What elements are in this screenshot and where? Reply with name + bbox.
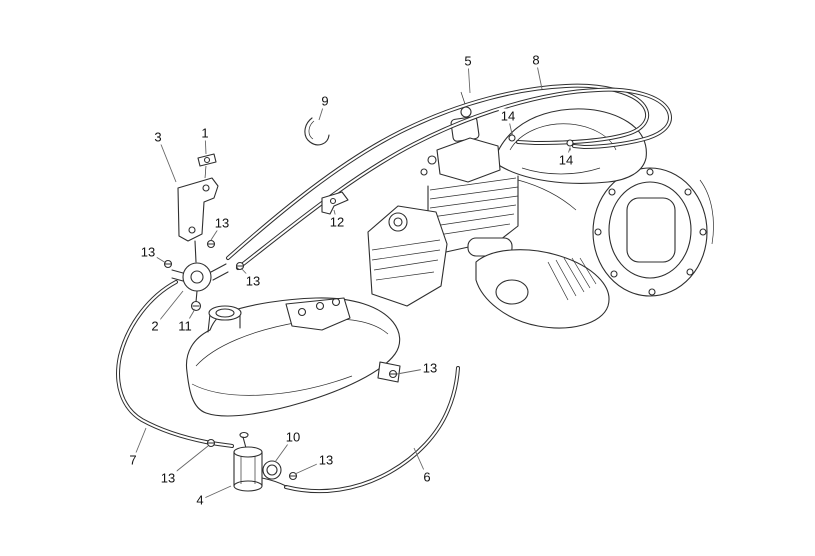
leader-line-5 [467,60,471,94]
leader-line-11 [184,308,196,327]
leader-line-13 [210,222,223,241]
screws-13 [163,239,398,481]
screw-13-f [288,471,298,481]
screw-13-e [206,438,216,448]
retaining-clip-1 [197,153,217,167]
leader-line-13 [167,445,209,479]
leader-line-13 [294,459,327,475]
fuel-tank [185,297,401,417]
fuel-hoses [116,83,672,494]
leader-line-2 [154,290,184,327]
leader-line-13 [240,267,254,282]
leader-line-6 [413,447,428,478]
screw-13-d [388,369,398,379]
grommet-ring-10 [262,460,282,480]
fuel-valve [171,262,229,303]
leader-line-13 [396,367,431,375]
screw-13-b [163,259,173,269]
screw-11 [190,300,202,312]
leader-line-7 [132,427,147,461]
screw-13-a [206,239,216,249]
leader-line-9 [318,100,326,121]
hose-clamp-12 [321,191,349,215]
leader-line-14 [507,115,513,135]
mounting-bracket [177,165,219,263]
leader-line-3 [157,136,177,183]
leader-line-13 [147,251,167,264]
fuel-filter [233,431,287,492]
leader-line-10 [274,436,294,463]
leader-line-8 [535,59,543,90]
leader-line-1 [204,132,207,155]
hose-clamp-9 [304,117,330,146]
screw-13-c [235,261,245,271]
engine-assembly [367,91,714,329]
leader-line-12 [333,209,338,223]
leader-line-4 [199,485,232,501]
